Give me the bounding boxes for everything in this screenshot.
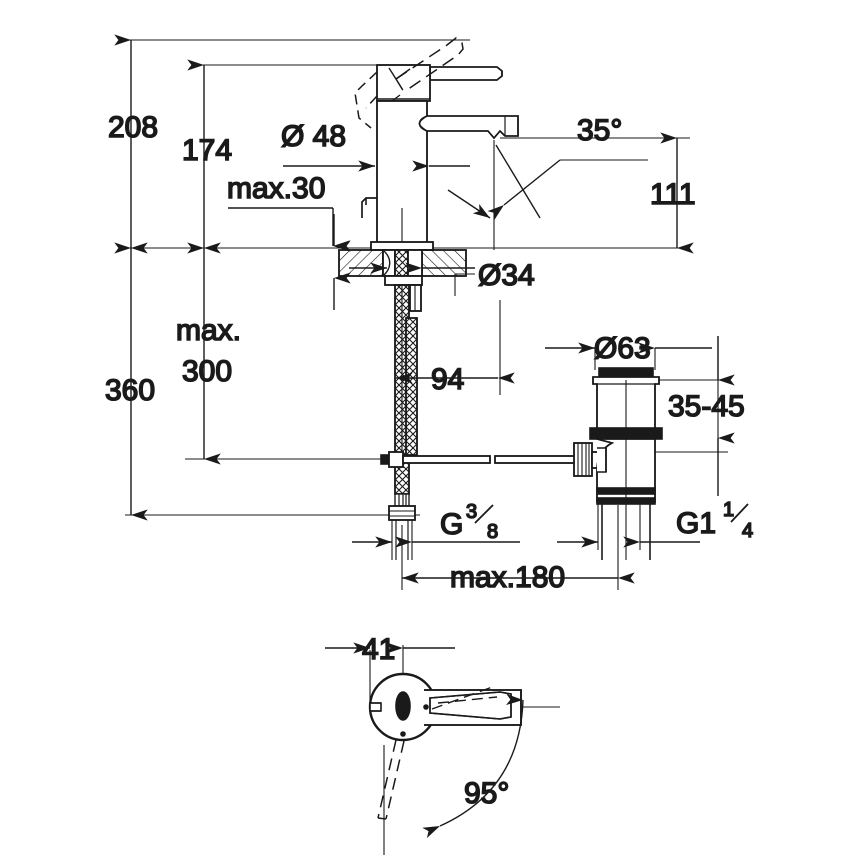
dim-angle-35: 35° <box>577 114 622 147</box>
dim-35-45: 35-45 <box>668 390 745 423</box>
dimension-labels-elevation: 208 174 Ø 48 max.30 35° 111 Ø34 360 max.… <box>104 110 754 595</box>
hose-collar-ribs <box>394 493 410 507</box>
dim-drain-thread-numerator: 1 <box>723 499 734 521</box>
dim-94: 94 <box>431 363 464 396</box>
handle-hub <box>376 64 431 102</box>
dim-drain-thread-g1: G1 <box>676 507 716 540</box>
faucet-handle-lever <box>429 66 503 81</box>
plan-keyhole <box>395 691 411 721</box>
handle-raised-phantom <box>395 37 464 93</box>
supply-fraction-slash <box>474 504 494 524</box>
dim-max-30: max.30 <box>227 172 325 205</box>
dim-41: 41 <box>362 633 395 666</box>
knurled-adjuster <box>573 442 593 477</box>
faucet-plan-view: 41 95° <box>325 632 524 839</box>
dim-max-300-line1: max. <box>176 314 241 347</box>
dimension-lines-elevation <box>114 34 735 584</box>
dim-360: 360 <box>105 374 155 407</box>
dim-diameter-63: Ø63 <box>594 332 651 365</box>
flexible-supply-hoses <box>388 284 418 560</box>
dim-174: 174 <box>182 134 232 167</box>
dim-supply-thread-numerator: 3 <box>466 501 477 523</box>
dim-max-300-line2: 300 <box>182 355 232 388</box>
faucet-spout <box>418 115 519 140</box>
faucet-elevation <box>338 37 663 560</box>
dim-supply-thread-g: G <box>440 508 463 541</box>
dim-drain-thread-denominator: 4 <box>742 520 753 542</box>
handle-notch-marks <box>388 67 411 102</box>
handle-tilt-phantom <box>354 71 378 129</box>
dim-diameter-48: Ø 48 <box>281 120 346 153</box>
drain-fraction-slash <box>730 503 749 523</box>
pop-up-waste-assembly <box>589 367 663 560</box>
dim-angle-95: 95° <box>464 777 509 810</box>
dim-diameter-34: Ø34 <box>478 259 535 292</box>
dim-max-180: max.180 <box>450 561 565 594</box>
pop-up-lever-stub <box>361 197 377 218</box>
plan-angle-arc-95 <box>422 693 524 839</box>
plan-lever-swing-phantom <box>377 739 405 820</box>
dim-208: 208 <box>108 111 158 144</box>
dim-111: 111 <box>650 178 696 211</box>
dim-supply-thread-denominator: 8 <box>487 521 498 543</box>
